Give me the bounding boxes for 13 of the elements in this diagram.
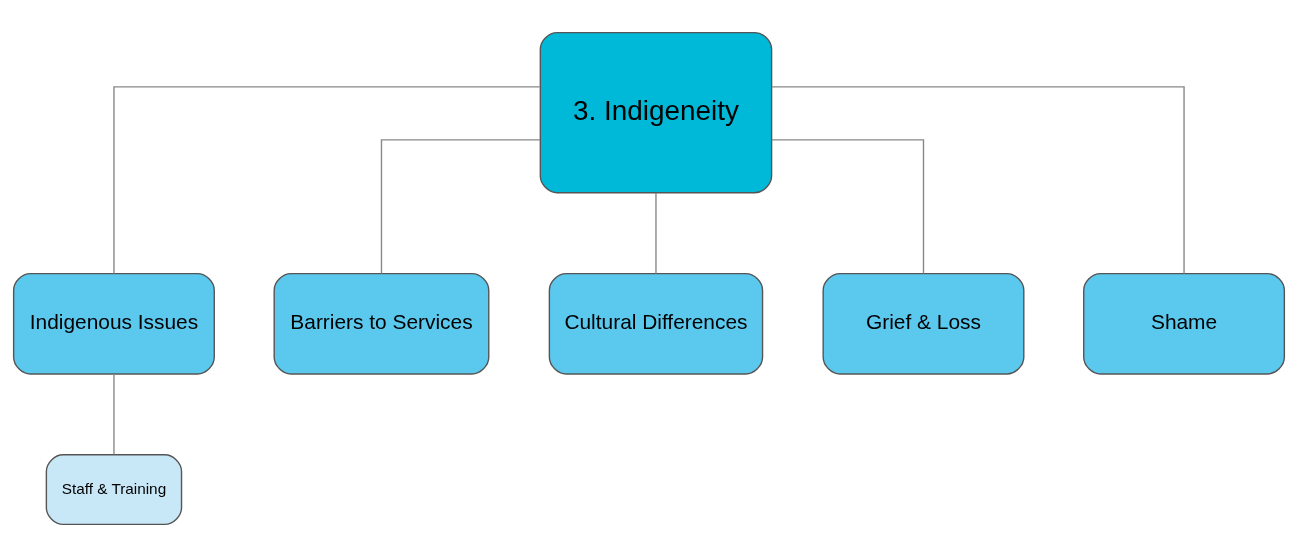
connector [771, 138, 925, 274]
connector [380, 138, 541, 274]
node-box: Cultural Differences [548, 272, 764, 375]
connector [113, 85, 541, 274]
connector [655, 191, 657, 274]
node-box: Barriers to Services [273, 272, 490, 375]
connector [771, 85, 1185, 274]
node-box: Grief & Loss [822, 272, 1025, 375]
connector [113, 372, 115, 455]
node-box: Staff & Training [45, 453, 183, 525]
node-box: 3. Indigeneity [539, 31, 773, 193]
node-box: Shame [1083, 272, 1286, 375]
node-box: Indigenous Issues [12, 272, 215, 375]
